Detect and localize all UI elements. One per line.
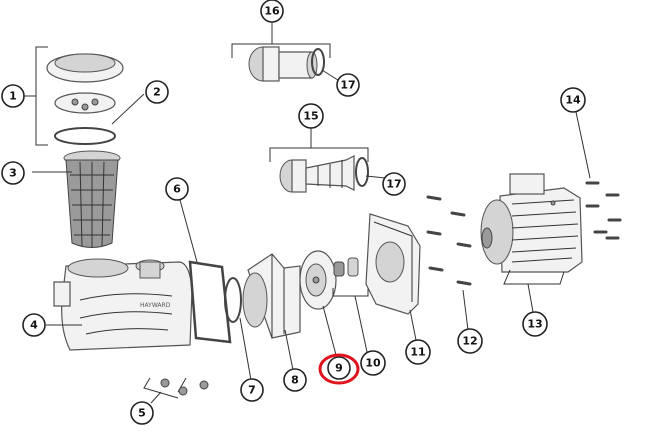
label-2: 2 [145,80,169,104]
label-8: 8 [283,368,307,392]
svg-text:2: 2 [153,86,161,99]
part-8-diffuser [242,253,301,371]
svg-text:HAYWARD: HAYWARD [140,302,171,309]
part-2-lid-o-ring [54,93,145,145]
label-10: 10 [360,350,386,376]
label-13: 13 [522,311,548,337]
part-14-motor-bolts [575,111,622,240]
label-17-lower: 17 [382,172,406,196]
svg-text:8: 8 [291,374,299,387]
label-12: 12 [457,328,483,354]
label-17-upper: 17 [336,73,360,97]
part-13-motor [480,173,583,313]
svg-text:6: 6 [173,183,181,196]
label-6: 6 [165,177,189,201]
part-10-seal-set [332,257,369,353]
svg-text:11: 11 [410,346,425,359]
part-12-bolts [426,195,472,331]
label-4: 4 [22,313,46,337]
part-16-union-fitting [231,23,342,83]
svg-text:12: 12 [462,335,477,348]
part-5-drain-plugs [143,377,209,404]
part-4-pump-body: HAYWARD [46,258,193,351]
svg-text:14: 14 [565,94,581,107]
svg-text:15: 15 [303,110,318,123]
label-7: 7 [240,378,264,402]
part-11-seal-plate [365,213,421,341]
label-11: 11 [405,339,431,365]
part-7-o-ring [224,277,252,381]
part-9-impeller [299,250,337,356]
part-15-union-hose-tail [269,128,386,193]
svg-text:13: 13 [527,318,542,331]
label-5: 5 [130,401,154,425]
label-15: 15 [298,103,324,129]
svg-text:3: 3 [9,167,17,180]
svg-text:17: 17 [386,178,401,191]
label-3: 3 [1,161,25,185]
label-14: 14 [560,87,586,113]
svg-text:1: 1 [9,90,17,103]
svg-text:17: 17 [340,79,355,92]
label-16: 16 [260,0,284,23]
svg-text:16: 16 [264,5,280,18]
label-9-highlighted: 9 [318,353,360,385]
svg-text:9: 9 [335,362,343,375]
part-3-strainer-basket [32,150,121,248]
svg-text:4: 4 [30,319,38,332]
label-1: 1 [1,84,36,108]
highlight-ring [318,353,360,385]
svg-text:10: 10 [365,357,381,370]
svg-text:5: 5 [138,407,146,420]
svg-text:7: 7 [248,384,256,397]
part-6-gasket [179,199,232,344]
part-1-lid-assembly [35,46,124,146]
